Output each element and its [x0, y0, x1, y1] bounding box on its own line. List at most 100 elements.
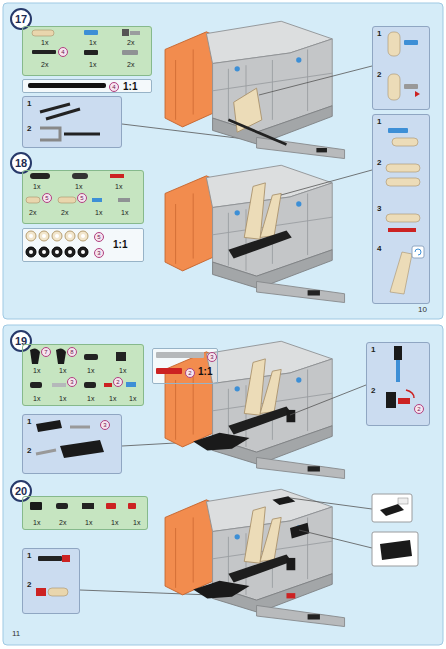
quantity-label: 2x — [59, 519, 66, 526]
leader-line — [290, 498, 372, 509]
callout-number: 2 — [414, 404, 424, 414]
quantity-label: 1x — [95, 209, 102, 216]
part-shape — [372, 26, 430, 110]
step-number: 20 — [12, 482, 30, 500]
quantity-label: 2x — [41, 61, 48, 68]
quantity-label: 2x — [127, 39, 134, 46]
part-shape — [30, 173, 50, 179]
part-shape — [68, 234, 72, 238]
parts-panel: 1x2x1x1x1x — [22, 496, 148, 530]
part-shape — [29, 234, 33, 238]
part-shape — [36, 588, 46, 596]
leader-line — [259, 66, 372, 95]
parts-panel: 1x1x2x2x1x2x — [22, 26, 152, 76]
quantity-label: 2x — [127, 61, 134, 68]
part-shape — [398, 398, 410, 404]
leader-line — [64, 133, 100, 136]
leader-line — [281, 170, 372, 195]
part-shape — [72, 173, 88, 179]
part-shape — [406, 390, 414, 398]
part-shape — [390, 252, 412, 294]
substep-box: 12 — [22, 548, 80, 614]
part-shape — [316, 148, 327, 152]
part-shape — [39, 231, 49, 241]
callout-number: 5 — [77, 193, 87, 203]
part-shape — [30, 382, 42, 388]
leader-line — [290, 385, 366, 415]
part-shape — [22, 496, 148, 530]
part-shape — [65, 247, 75, 257]
quantity-label: 1x — [89, 39, 96, 46]
substep-number: 2 — [377, 71, 381, 79]
part-shape — [388, 128, 408, 133]
part-shape — [30, 348, 40, 364]
leader-line — [228, 120, 286, 145]
part-shape — [106, 503, 116, 509]
part-shape — [286, 593, 295, 598]
part-shape — [415, 91, 420, 97]
part-shape — [394, 346, 402, 360]
substep-number: 1 — [27, 552, 31, 560]
substep-number: 1 — [377, 30, 381, 38]
part-shape — [372, 532, 418, 566]
part-shape — [128, 503, 136, 509]
part-shape — [65, 231, 75, 241]
substep-box: 12 — [372, 26, 430, 110]
part-shape — [36, 420, 62, 432]
part-shape — [396, 360, 400, 382]
callout-number: 5 — [94, 232, 104, 242]
quantity-label: 1x — [115, 183, 122, 190]
scale-ratio: 1:1 — [123, 82, 137, 92]
step-number-circle: 19 — [10, 330, 32, 352]
part-shape — [122, 29, 129, 36]
substep-number: 1 — [27, 418, 31, 426]
part-shape — [92, 198, 102, 202]
part-shape — [110, 174, 124, 178]
scale-ratio: 1:1 — [198, 367, 212, 377]
substep-box: 1234 — [372, 114, 430, 304]
part-shape — [118, 198, 130, 202]
part-shape — [165, 489, 345, 626]
part-shape — [234, 88, 262, 132]
part-shape — [22, 79, 152, 93]
part-shape — [26, 197, 40, 203]
part-shape — [52, 247, 62, 257]
part-shape — [56, 348, 66, 364]
part-shape — [32, 50, 56, 54]
quantity-label: 1x — [85, 519, 92, 526]
part-group — [165, 341, 345, 478]
quantity-label: 1x — [41, 39, 48, 46]
leader-line — [70, 426, 90, 429]
part-shape — [48, 588, 68, 596]
callout-number: 8 — [67, 347, 77, 357]
callout-number: 2 — [185, 368, 195, 378]
part-shape — [81, 234, 85, 238]
callout-number: 2 — [113, 377, 123, 387]
leader-line — [36, 450, 56, 454]
part-shape — [193, 433, 249, 451]
part-shape — [380, 540, 412, 560]
part-shape — [84, 30, 98, 35]
part-shape — [404, 40, 418, 45]
part-shape — [380, 504, 404, 516]
quantity-label: 1x — [129, 395, 136, 402]
part-shape — [60, 440, 104, 458]
part-shape — [415, 249, 421, 255]
part-shape — [22, 344, 144, 406]
part-shape — [22, 414, 122, 474]
substep-number: 2 — [371, 387, 375, 395]
quantity-label: 1x — [59, 395, 66, 402]
callout-number: 5 — [42, 193, 52, 203]
part-shape — [55, 250, 59, 254]
substep-number: 2 — [377, 159, 381, 167]
part-shape — [286, 558, 295, 570]
quantity-label: 1x — [87, 367, 94, 374]
quantity-label: 1x — [33, 367, 40, 374]
callout-number: 3 — [207, 352, 217, 362]
part-shape — [165, 21, 345, 158]
part-shape — [228, 183, 320, 296]
part-shape — [386, 214, 420, 222]
quantity-label: 2x — [61, 209, 68, 216]
part-shape — [165, 165, 345, 302]
part-shape — [78, 247, 88, 257]
